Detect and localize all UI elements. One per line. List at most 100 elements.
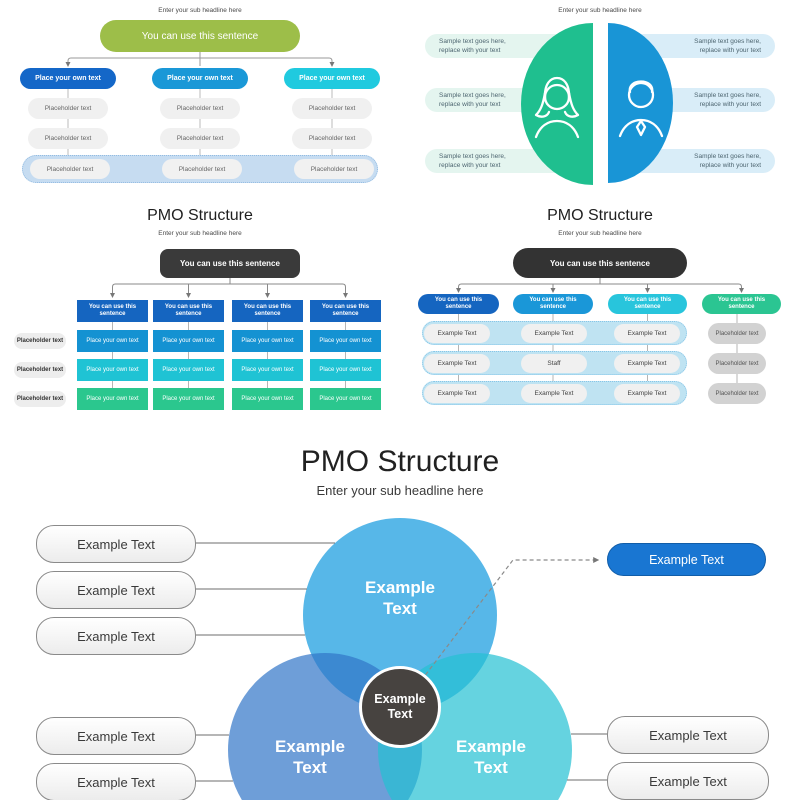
example-pill: Example Text xyxy=(521,384,587,403)
column-header-label: You can use this sentence xyxy=(321,303,370,318)
example-pill: Example Text xyxy=(424,384,490,403)
placeholder-pill: Placeholder text xyxy=(28,98,108,119)
matrix-cell: Place your own text xyxy=(310,359,381,381)
placeholder-label: Placeholder text xyxy=(46,165,94,173)
venn-center-circle: Example Text xyxy=(359,666,441,748)
slide-title: PMO Structure xyxy=(400,0,800,3)
example-pill: Example Text xyxy=(36,571,196,609)
example-label: Example Text xyxy=(437,360,477,367)
page-title: PMO Structure xyxy=(300,445,500,478)
branch-node: Place your own text xyxy=(152,68,248,89)
example-label: Staff xyxy=(547,360,561,367)
example-label: Example Text xyxy=(437,330,477,337)
row-label: Placeholder text xyxy=(16,396,64,402)
example-label: Example Text xyxy=(77,628,155,644)
example-pill: Example Text xyxy=(424,354,490,373)
slide-subtitle: Enter your sub headline here xyxy=(158,230,242,237)
branch-label: You can use this sentence xyxy=(623,297,672,310)
placeholder-pill: Placeholder text xyxy=(160,128,240,149)
matrix-cell: Place your own text xyxy=(77,388,148,410)
slide-subtitle: Enter your sub headline here xyxy=(158,7,242,14)
row-label: Placeholder text xyxy=(16,367,64,373)
example-label: Example Text xyxy=(77,582,155,598)
column-header-label: You can use this sentence xyxy=(243,303,292,318)
slide-subtitle: Enter your sub headline here xyxy=(558,230,642,237)
example-label: Example Text xyxy=(649,727,727,743)
placeholder-pill: Placeholder text xyxy=(160,98,240,119)
matrix-cell: Place your own text xyxy=(232,388,303,410)
placeholder-label: Placeholder text xyxy=(44,135,92,142)
column-header-label: You can use this sentence xyxy=(88,303,137,318)
branch-label: You can use this sentence xyxy=(434,297,483,310)
example-pill: Staff xyxy=(521,354,587,373)
column-header: You can use this sentence xyxy=(153,300,224,322)
row-label: Placeholder text xyxy=(16,338,64,344)
page-subtitle: Enter your sub headline here xyxy=(316,483,484,498)
example-pill: Example Text xyxy=(614,354,680,373)
placeholder-label: Placeholder text xyxy=(176,135,224,142)
sample-text-label: Sample text goes here, replace with your… xyxy=(694,92,761,108)
placeholder-pill: Placeholder text xyxy=(28,128,108,149)
example-pill: Example Text xyxy=(521,324,587,343)
cell-label: Place your own text xyxy=(162,396,215,402)
example-label: Example Text xyxy=(534,330,574,337)
placeholder-label: Placeholder text xyxy=(178,165,226,173)
placeholder-pill: Placeholder text xyxy=(708,323,766,344)
matrix-cell: Place your own text xyxy=(77,330,148,352)
example-label: Example Text xyxy=(627,360,667,367)
placeholder-pill: Placeholder text xyxy=(708,383,766,404)
placeholder-label: Placeholder text xyxy=(308,105,356,112)
slide-subtitle: Enter your sub headline here xyxy=(558,7,642,14)
branch-node: You can use this sentence xyxy=(702,294,781,314)
cell-label: Place your own text xyxy=(241,396,294,402)
sample-text-label: Sample text goes here, replace with your… xyxy=(694,153,761,169)
placeholder-pill: Placeholder text xyxy=(162,159,242,179)
branch-label: Place your own text xyxy=(299,75,365,82)
cell-label: Place your own text xyxy=(86,396,139,402)
column-header-label: You can use this sentence xyxy=(164,303,213,318)
cell-label: Place your own text xyxy=(241,367,294,373)
root-node-label: You can use this sentence xyxy=(141,30,259,42)
example-label: Example Text xyxy=(77,774,155,790)
example-pill: Example Text xyxy=(607,762,769,800)
placeholder-pill: Placeholder text xyxy=(294,159,374,179)
row-label-pill: Placeholder text xyxy=(14,333,66,349)
example-pill: Example Text xyxy=(614,384,680,403)
example-pill: Example Text xyxy=(36,617,196,655)
cell-label: Place your own text xyxy=(86,338,139,344)
callout-pill: Example Text xyxy=(607,543,766,576)
sample-text-label: Sample text goes here, replace with your… xyxy=(439,153,506,169)
venn-bottom-right-label: Example Text xyxy=(456,737,526,777)
placeholder-pill: Placeholder text xyxy=(30,159,110,179)
cell-label: Place your own text xyxy=(162,338,215,344)
cell-label: Place your own text xyxy=(319,367,372,373)
example-pill: Example Text xyxy=(36,525,196,563)
column-header: You can use this sentence xyxy=(232,300,303,322)
matrix-cell: Place your own text xyxy=(77,359,148,381)
matrix-cell: Place your own text xyxy=(153,359,224,381)
matrix-cell: Place your own text xyxy=(310,330,381,352)
branch-node: Place your own text xyxy=(284,68,380,89)
branch-node: Place your own text xyxy=(20,68,116,89)
example-pill: Example Text xyxy=(36,763,196,800)
cell-label: Place your own text xyxy=(241,338,294,344)
placeholder-label: Placeholder text xyxy=(715,360,759,367)
branch-label: Place your own text xyxy=(35,75,101,82)
example-pill: Example Text xyxy=(36,717,196,755)
branch-label: Place your own text xyxy=(167,75,233,82)
column-header: You can use this sentence xyxy=(77,300,148,322)
root-node-label: You can use this sentence xyxy=(180,259,280,268)
example-label: Example Text xyxy=(627,390,667,397)
venn-center-label: Example Text xyxy=(374,692,426,721)
callout-label: Example Text xyxy=(649,552,724,567)
example-label: Example Text xyxy=(627,330,667,337)
placeholder-label: Placeholder text xyxy=(310,165,358,173)
row-label-pill: Placeholder text xyxy=(14,391,66,407)
example-pill: Example Text xyxy=(614,324,680,343)
branch-node: You can use this sentence xyxy=(513,294,593,314)
placeholder-label: Placeholder text xyxy=(176,105,224,112)
branch-node: You can use this sentence xyxy=(418,294,499,314)
example-pill: Example Text xyxy=(424,324,490,343)
branch-label: You can use this sentence xyxy=(717,297,766,310)
